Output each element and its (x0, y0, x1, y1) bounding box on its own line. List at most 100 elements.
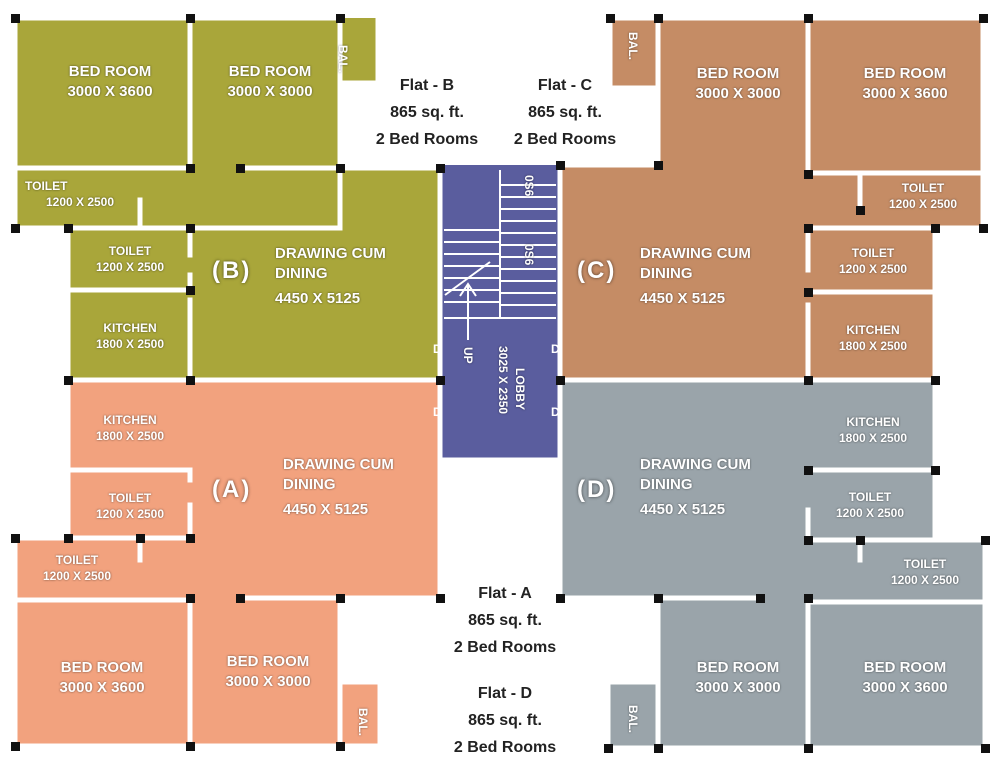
flat-d-bed1-name: BED ROOM (696, 659, 780, 676)
flat-b-kitchen-size: 1800 X 2500 (95, 337, 165, 352)
flat-a-kitchen-label: KITCHEN 1800 X 2500 (75, 412, 185, 444)
flat-d-bal-label: BAL. (626, 705, 640, 733)
flat-d-area (560, 380, 985, 748)
door-marker-4: D (551, 405, 560, 419)
flat-a-info-rooms: 2 Bed Rooms (453, 639, 557, 656)
flat-d-info-title: Flat - D (477, 685, 533, 702)
flat-a-toilet2-name: TOILET (55, 553, 99, 567)
flat-d-toilet1-name: TOILET (848, 490, 892, 504)
flat-a-toilet2-fill (15, 538, 140, 600)
flat-d-bed2-label: BED ROOM 3000 X 3600 (845, 658, 965, 699)
flat-a-drawing-name1: DRAWING CUM (283, 456, 394, 473)
flat-d-info-rooms: 2 Bed Rooms (453, 739, 557, 756)
flat-b-area (15, 18, 440, 380)
flat-d-bal-fill (608, 682, 660, 748)
flat-b-bal-label: BAL. (336, 45, 350, 73)
flat-a-kitchen-name: KITCHEN (103, 413, 157, 427)
flat-d-drawing-size: 4450 X 5125 (640, 500, 726, 518)
flat-b-bed2-label: BED ROOM 3000 X 3000 (210, 62, 330, 103)
flat-b-drawing-name1: DRAWING CUM (275, 245, 386, 262)
flat-a-toilet1-size: 1200 X 2500 (95, 507, 165, 522)
flat-c-bed1-fill (658, 18, 808, 168)
flat-b-bed2-name: BED ROOM (228, 63, 312, 80)
flat-a-bed1-name: BED ROOM (60, 659, 144, 676)
flat-c-drawing-label: DRAWING CUM DINING 4450 X 5125 (640, 244, 780, 309)
flat-c-info: Flat - C 865 sq. ft. 2 Bed Rooms (500, 72, 630, 153)
flat-b-info-title: Flat - B (399, 77, 455, 94)
flat-c-toilet1-name: TOILET (901, 181, 945, 195)
flat-d-toilet2-size: 1200 X 2500 (890, 573, 960, 588)
flat-d-info-area: 865 sq. ft. (468, 712, 542, 729)
flat-d-info: Flat - D 865 sq. ft. 2 Bed Rooms (440, 680, 570, 761)
flat-c-bed2-label: BED ROOM 3000 X 3600 (845, 64, 965, 105)
flat-c-main-fill (560, 165, 935, 380)
flat-a-bed2-label: BED ROOM 3000 X 3000 (208, 652, 328, 693)
walls (12, 15, 988, 751)
flat-d-bed1-size: 3000 X 3000 (695, 679, 781, 697)
flat-b-info-area: 865 sq. ft. (390, 104, 464, 121)
flat-d-toilet1-label: TOILET 1200 X 2500 (815, 489, 925, 521)
flat-b-toilet2-label: TOILET 1200 X 2500 (75, 243, 185, 275)
door-marker-1: D (433, 342, 442, 356)
flat-b-bal-fill (340, 18, 378, 83)
flat-d-toilet1-size: 1200 X 2500 (835, 506, 905, 521)
flat-c-toilet1-label: TOILET 1200 X 2500 (868, 180, 978, 212)
flat-a-kitchen-size: 1800 X 2500 (95, 429, 165, 444)
flat-c-toilet1-size: 1200 X 2500 (888, 197, 958, 212)
flat-a-drawing-size: 4450 X 5125 (283, 500, 369, 518)
flat-b-toilet1-size: 1200 X 2500 (45, 195, 115, 210)
flat-b-bed1-size: 3000 X 3600 (67, 83, 153, 101)
flat-b-drawing-name2: DINING (275, 265, 328, 283)
flat-b-main-fill (68, 168, 440, 380)
flat-b-drawing-label: DRAWING CUM DINING 4450 X 5125 (275, 244, 415, 309)
flat-b-info-rooms: 2 Bed Rooms (375, 131, 479, 148)
flat-a-drawing-label: DRAWING CUM DINING 4450 X 5125 (283, 455, 423, 520)
flat-a-label: (A) (212, 476, 252, 503)
flat-d-kitchen-size: 1800 X 2500 (838, 431, 908, 446)
flat-d-bed2-fill (808, 598, 985, 748)
flat-b-kitchen-name: KITCHEN (103, 321, 157, 335)
flat-c-toilet2-size: 1200 X 2500 (838, 262, 908, 277)
flat-a-bed2-fill (190, 598, 340, 746)
flat-a-info: Flat - A 865 sq. ft. 2 Bed Rooms (440, 580, 570, 661)
flat-c-toilet2-name: TOILET (851, 246, 895, 260)
flat-d-kitchen-name: KITCHEN (846, 415, 900, 429)
flat-b-label: (B) (212, 257, 252, 284)
flat-a-bal-fill (340, 682, 380, 746)
lobby-size-label: 3025 X 2350 (496, 346, 510, 415)
flat-b-drawing-size: 4450 X 5125 (275, 289, 361, 307)
flat-a-bed1-size: 3000 X 3600 (59, 679, 145, 697)
flat-c-label: (C) (577, 257, 617, 284)
flat-c-bed1-name: BED ROOM (696, 65, 780, 82)
flat-c-drawing-name1: DRAWING CUM (640, 245, 751, 262)
flat-b-toilet2-size: 1200 X 2500 (95, 260, 165, 275)
flat-a-info-area: 865 sq. ft. (468, 612, 542, 629)
flat-b-kitchen-label: KITCHEN 1800 X 2500 (75, 320, 185, 352)
flat-a-drawing-name2: DINING (283, 476, 336, 494)
flat-d-drawing-label: DRAWING CUM DINING 4450 X 5125 (640, 455, 780, 520)
flat-c-area (560, 18, 983, 380)
flat-c-bal-fill (610, 18, 660, 88)
flat-a-bed2-name: BED ROOM (226, 653, 310, 670)
flat-c-kitchen-label: KITCHEN 1800 X 2500 (818, 322, 928, 354)
flat-c-kitchen-name: KITCHEN (846, 323, 900, 337)
staircase (444, 170, 556, 340)
flat-d-bed1-label: BED ROOM 3000 X 3000 (678, 658, 798, 699)
flat-b-toilet1-label: TOILET 1200 X 2500 (25, 178, 135, 210)
flat-a-info-title: Flat - A (478, 585, 532, 602)
lobby-core (440, 165, 560, 460)
flat-b-bed1-name: BED ROOM (68, 63, 152, 80)
flat-c-bed1-size: 3000 X 3000 (695, 85, 781, 103)
flat-b-bed2-size: 3000 X 3000 (227, 83, 313, 101)
flat-a-area (15, 380, 440, 746)
stair-dim-2: 0S6 (522, 244, 536, 266)
flat-a-bed1-label: BED ROOM 3000 X 3600 (42, 658, 162, 699)
flat-c-bal-label: BAL. (626, 32, 640, 60)
flat-c-drawing-name2: DINING (640, 265, 693, 283)
flat-d-drawing-name1: DRAWING CUM (640, 456, 751, 473)
flat-c-info-title: Flat - C (537, 77, 593, 94)
stair-dim-1: 0S6 (522, 175, 536, 197)
flat-d-toilet2-fill (860, 540, 985, 602)
door-marker-2: D (551, 342, 560, 356)
flat-a-bed1-fill (15, 598, 190, 746)
